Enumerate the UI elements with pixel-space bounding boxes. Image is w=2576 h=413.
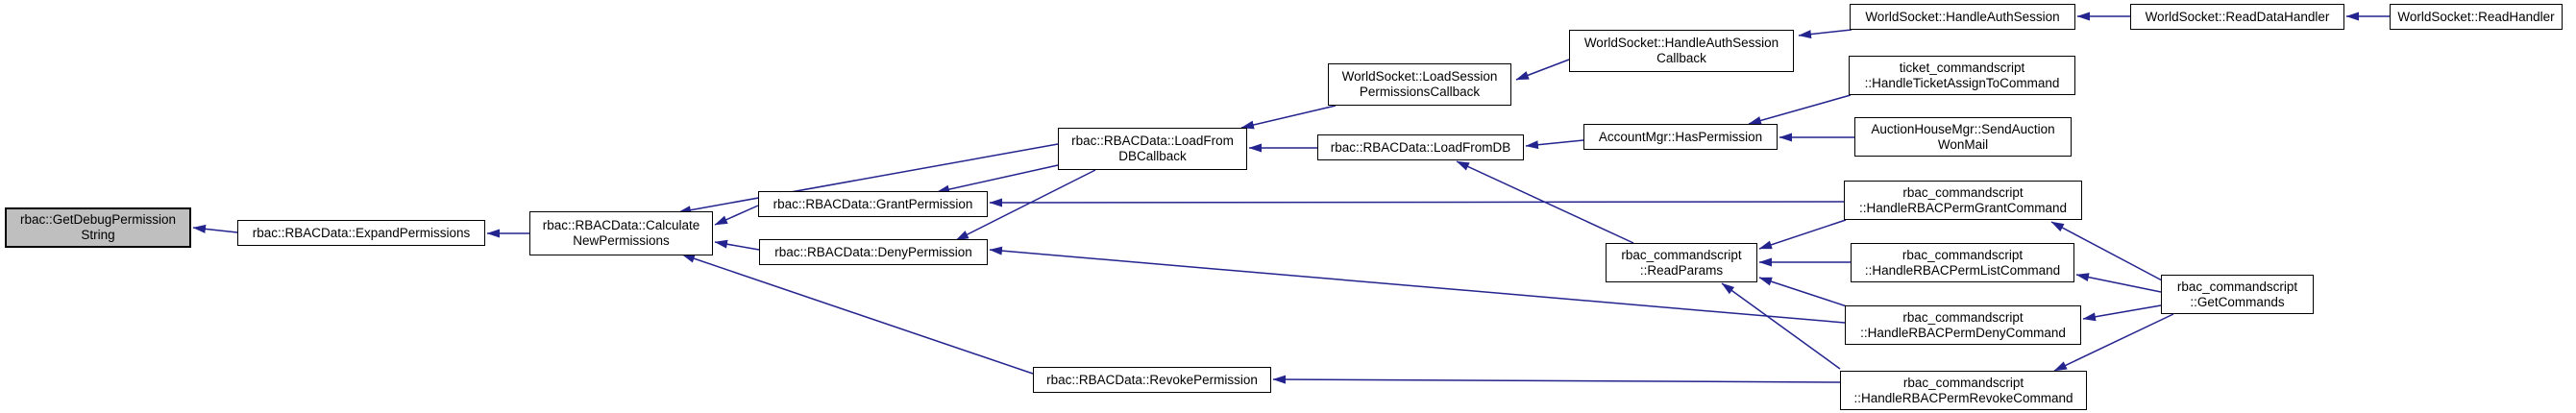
graph-node-grant-permission[interactable]: rbac::RBACData::GrantPermission: [758, 191, 988, 217]
edge-handle-rbac-perm-revoke-command--revoke-permission: [1272, 375, 1841, 384]
edge-handle-auth-session--handle-auth-session-callback: [1798, 29, 1852, 39]
graph-node-read-params[interactable]: rbac_commandscript::ReadParams: [1606, 243, 1757, 282]
graph-node-read-handler[interactable]: WorldSocket::ReadHandler: [2390, 4, 2563, 30]
graph-node-label: ::GetCommands: [2190, 294, 2285, 309]
graph-node-read-data-handler[interactable]: WorldSocket::ReadDataHandler: [2130, 4, 2344, 30]
graph-node-label: ::HandleTicketAssignToCommand: [1864, 75, 2060, 90]
graph-node-label: Callback: [1656, 51, 1706, 65]
graph-node-label: ::HandleRBACPermListCommand: [1864, 262, 2061, 278]
edge-load-session-permissions-callback--load-from-db-callback: [1240, 105, 1337, 130]
graph-node-label: rbac::RBACData::GrantPermission: [773, 196, 973, 211]
graph-node-label: DBCallback: [1118, 149, 1187, 163]
edge-expand-permissions--get-debug-permission-string: [192, 224, 238, 233]
graph-node-label: ::ReadParams: [1639, 262, 1724, 278]
graph-node-label: rbac::RBACData::Calculate: [542, 218, 700, 232]
edge-revoke-permission--calculate-new-permissions: [681, 254, 1034, 375]
graph-node-label: rbac::RBACData::DenyPermission: [774, 244, 972, 259]
graph-node-label: WorldSocket::ReadHandler: [2397, 9, 2555, 24]
graph-node-label: WorldSocket::HandleAuthSession: [1865, 9, 2060, 24]
edge-handle-rbac-perm-deny-command--deny-permission: [989, 246, 1846, 324]
graph-node-handle-rbac-perm-list-command[interactable]: rbac_commandscript::HandleRBACPermListCo…: [1851, 243, 2074, 282]
graph-node-handle-rbac-perm-deny-command[interactable]: rbac_commandscript::HandleRBACPermDenyCo…: [1845, 305, 2081, 345]
graph-node-handle-ticket-assign-to-command[interactable]: ticket_commandscript::HandleTicketAssign…: [1849, 56, 2075, 95]
graph-node-label: AccountMgr::HasPermission: [1598, 129, 1763, 144]
graph-node-label: PermissionsCallback: [1359, 85, 1481, 99]
edge-handle-rbac-perm-revoke-command--read-params: [1721, 282, 1841, 370]
graph-node-label: WorldSocket::ReadDataHandler: [2145, 9, 2330, 24]
edge-handle-auth-session-callback--load-session-permissions-callback: [1515, 59, 1570, 81]
graph-node-revoke-permission[interactable]: rbac::RBACData::RevokePermission: [1033, 367, 1271, 393]
graph-node-handle-rbac-perm-revoke-command[interactable]: rbac_commandscript::HandleRBACPermRevoke…: [1840, 371, 2087, 410]
edge-load-from-db-callback--calculate-new-permissions: [677, 143, 1059, 215]
edge-handle-ticket-assign-to-command--has-permission: [1748, 94, 1852, 125]
graph-node-label: rbac_commandscript: [2176, 279, 2298, 294]
graph-node-label: rbac::RBACData::LoadFrom: [1071, 134, 1234, 148]
graph-node-has-permission[interactable]: AccountMgr::HasPermission: [1583, 124, 1778, 150]
graph-node-label: rbac_commandscript: [1621, 247, 1742, 262]
edge-get-commands--handle-rbac-perm-grant-command: [2050, 221, 2165, 282]
graph-node-label: rbac::RBACData::ExpandPermissions: [252, 225, 471, 240]
edge-has-permission--load-from-db: [1525, 139, 1584, 150]
graph-node-label: rbac::RBACData::RevokePermission: [1046, 372, 1258, 387]
graph-node-label: WonMail: [1937, 136, 1989, 152]
graph-node-handle-rbac-perm-grant-command[interactable]: rbac_commandscript::HandleRBACPermGrantC…: [1844, 181, 2082, 220]
graph-node-label: String: [81, 228, 115, 242]
graph-node-label: rbac_commandscript: [1902, 375, 2024, 390]
graph-node-label: rbac::GetDebugPermission: [19, 212, 177, 227]
graph-node-get-commands[interactable]: rbac_commandscript::GetCommands: [2161, 275, 2314, 314]
edge-get-commands--handle-rbac-perm-revoke-command: [2053, 313, 2174, 372]
graph-node-load-from-db[interactable]: rbac::RBACData::LoadFromDB: [1317, 134, 1524, 160]
edge-load-from-db-callback--grant-permission: [936, 164, 1059, 194]
graph-node-label: WorldSocket::LoadSession: [1341, 69, 1498, 84]
edge-handle-rbac-perm-grant-command--read-params: [1758, 219, 1847, 250]
graph-node-label: rbac_commandscript: [1902, 309, 2024, 325]
graph-node-handle-auth-session[interactable]: WorldSocket::HandleAuthSession: [1850, 4, 2075, 30]
graph-node-label: ::HandleRBACPermDenyCommand: [1860, 325, 2066, 340]
graph-node-label: ::HandleRBACPermGrantCommand: [1858, 200, 2068, 215]
graph-node-label: AuctionHouseMgr::SendAuction: [1871, 121, 2055, 136]
edge-handle-rbac-perm-grant-command--grant-permission: [989, 198, 1845, 207]
edge-get-commands--handle-rbac-perm-list-command: [2075, 273, 2162, 293]
graph-node-label: rbac_commandscript: [1902, 184, 2024, 200]
graph-node-deny-permission[interactable]: rbac::RBACData::DenyPermission: [759, 239, 988, 265]
edge-handle-rbac-perm-deny-command--read-params: [1758, 277, 1848, 307]
graph-node-expand-permissions[interactable]: rbac::RBACData::ExpandPermissions: [237, 220, 485, 246]
edge-get-commands--handle-rbac-perm-deny-command: [2082, 304, 2162, 322]
edge-deny-permission--calculate-new-permissions: [714, 239, 760, 251]
graph-node-label: ticket_commandscript: [1899, 60, 2025, 75]
graph-node-label: NewPermissions: [573, 233, 670, 248]
graph-node-label: rbac_commandscript: [1901, 247, 2024, 262]
graph-node-label: WorldSocket::HandleAuthSession: [1583, 36, 1779, 50]
edge-load-from-db-callback--deny-permission: [955, 169, 1096, 241]
graph-node-label: ::HandleRBACPermRevokeCommand: [1853, 390, 2073, 405]
graph-node-label: rbac::RBACData::LoadFromDB: [1330, 139, 1511, 155]
edge-grant-permission--calculate-new-permissions: [714, 205, 759, 226]
